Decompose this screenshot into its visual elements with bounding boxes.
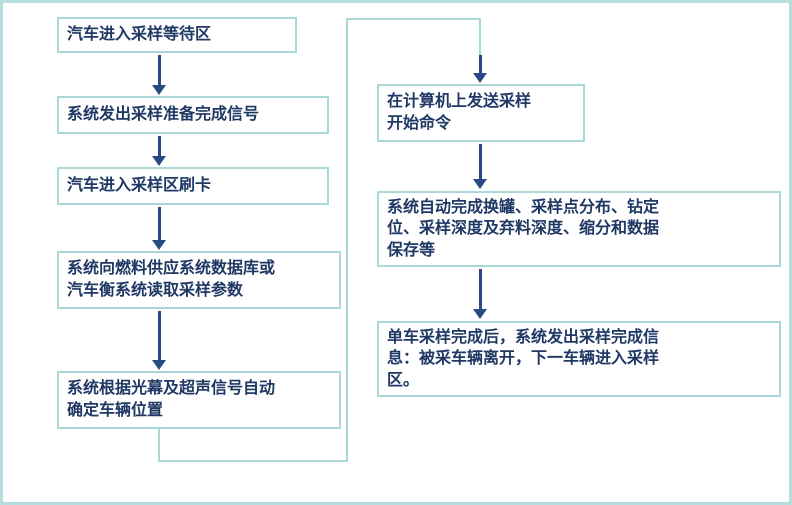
step-auto-sampling: 系统自动完成换罐、采样点分布、钻定 位、采样深度及弃料深度、缩分和数据 保存等 xyxy=(377,191,781,267)
step-send-start-command: 在计算机上发送采样 开始命令 xyxy=(377,84,585,142)
arrow-down-icon xyxy=(152,136,166,166)
connector-line xyxy=(346,18,481,20)
step-complete-message: 单车采样完成后，系统发出采样完成信 息：被采车辆离开，下一车辆进入采样 区。 xyxy=(377,321,781,397)
connector-line xyxy=(158,460,348,462)
arrow-down-icon xyxy=(473,55,487,83)
step-label: 系统根据光幕及超声信号自动 确定车辆位置 xyxy=(67,380,276,419)
step-label: 系统自动完成换罐、采样点分布、钻定 位、采样深度及弃料深度、缩分和数据 保存等 xyxy=(387,198,660,259)
step-label: 单车采样完成后，系统发出采样完成信 息：被采车辆离开，下一车辆进入采样 区。 xyxy=(387,328,660,389)
step-label: 在计算机上发送采样 开始命令 xyxy=(387,93,532,132)
arrow-down-icon xyxy=(152,311,166,370)
step-swipe-card: 汽车进入采样区刷卡 xyxy=(57,167,329,205)
connector-line xyxy=(158,429,160,462)
step-ready-signal: 系统发出采样准备完成信号 xyxy=(57,96,329,134)
arrow-down-icon xyxy=(473,269,487,319)
arrow-down-icon xyxy=(473,144,487,189)
step-locate-vehicle: 系统根据光幕及超声信号自动 确定车辆位置 xyxy=(57,371,341,429)
step-label: 系统发出采样准备完成信号 xyxy=(67,106,260,124)
arrow-down-icon xyxy=(152,55,166,95)
step-label: 系统向燃料供应系统数据库或 汽车衡系统读取采样参数 xyxy=(67,260,276,299)
connector-line xyxy=(346,18,348,462)
arrow-down-icon xyxy=(152,207,166,250)
connector-line xyxy=(479,18,481,55)
step-label: 汽车进入采样等待区 xyxy=(67,26,212,44)
step-read-parameters: 系统向燃料供应系统数据库或 汽车衡系统读取采样参数 xyxy=(57,251,341,309)
step-label: 汽车进入采样区刷卡 xyxy=(67,177,212,195)
step-enter-waiting-area: 汽车进入采样等待区 xyxy=(57,17,297,53)
